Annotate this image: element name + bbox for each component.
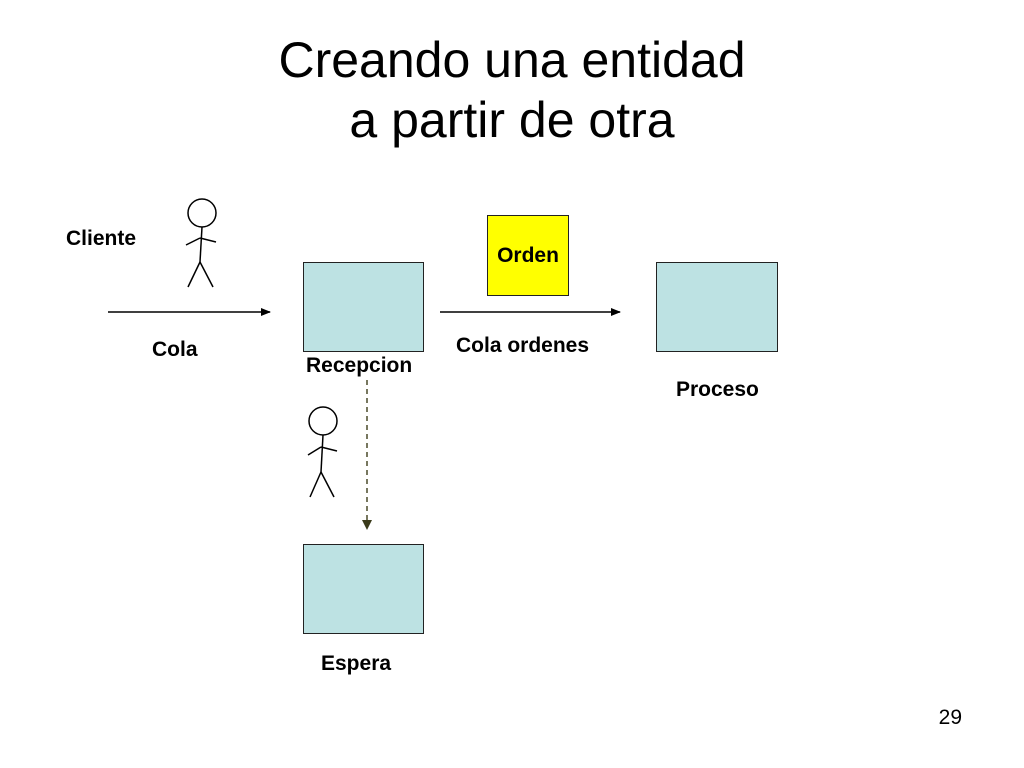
cola-ordenes-label: Cola ordenes <box>456 334 590 357</box>
cola-label: Cola <box>152 338 198 361</box>
orden-label: Orden <box>497 243 559 267</box>
cliente-label: Cliente <box>66 227 137 250</box>
proceso-station <box>656 262 778 352</box>
espera-station <box>303 544 424 634</box>
waiting-actor-icon <box>307 406 338 498</box>
proceso-label: Proceso <box>676 378 759 401</box>
slide-title: Creando una entidad a partir de otra <box>0 30 1024 150</box>
espera-label: Espera <box>321 652 392 675</box>
page-number: 29 <box>938 706 962 729</box>
recepcion-station <box>303 262 424 352</box>
recepcion-label: Recepcion <box>306 354 413 377</box>
cliente-actor-icon <box>185 198 217 288</box>
title-line-1: Creando una entidad <box>278 32 746 88</box>
orden-entity: Orden <box>487 215 569 296</box>
title-line-2: a partir de otra <box>349 92 675 148</box>
dashed-arrow-head-icon <box>362 520 372 530</box>
